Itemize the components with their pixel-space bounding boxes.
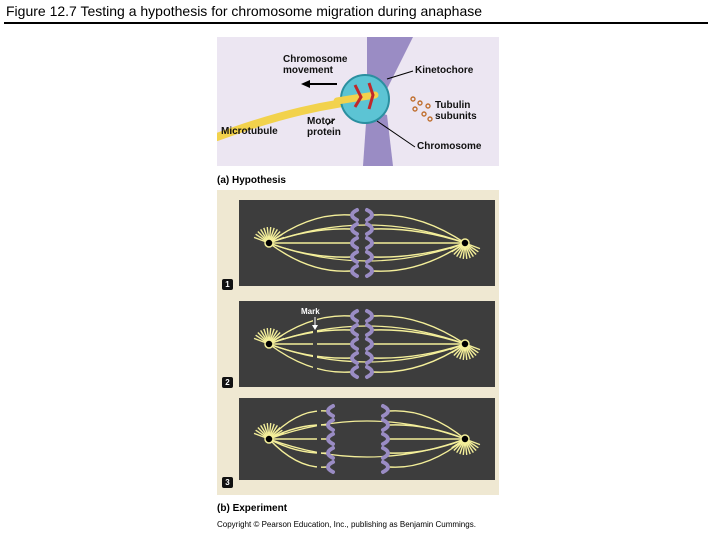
- spindle-fiber: [268, 410, 328, 440]
- chromosome: [381, 432, 390, 446]
- spindle-fiber: [372, 242, 466, 258]
- chromosome: [365, 208, 374, 222]
- copyright-notice: Copyright © Pearson Education, Inc., pub…: [217, 520, 476, 529]
- chromosome: [381, 460, 390, 474]
- experiment-frame-1: [239, 200, 495, 286]
- chromosome: [381, 404, 390, 418]
- hypothesis-illustration: Chromosome movement Kinetochore Tubulin …: [217, 37, 499, 166]
- spindle-pole: [460, 339, 470, 349]
- motor-protein-1: [353, 84, 363, 108]
- chromosome: [365, 351, 374, 365]
- spindle-pole: [264, 434, 274, 444]
- spindle-fiber: [388, 410, 466, 440]
- motor-protein-label-2: protein: [307, 127, 341, 138]
- chromosome: [365, 365, 374, 379]
- spindle-3: [253, 404, 481, 474]
- hypothesis-caption-text: Hypothesis: [232, 175, 286, 186]
- chromosome: [365, 337, 374, 351]
- title-divider: [4, 22, 708, 24]
- chromosome: [350, 309, 359, 323]
- chromosome: [365, 323, 374, 337]
- chromosome: [350, 337, 359, 351]
- motor-protein-2: [367, 82, 375, 110]
- motor-protein-label-1: Motor: [307, 116, 335, 127]
- spindle-pole: [460, 434, 470, 444]
- chromosome: [350, 222, 359, 236]
- chromosome: [381, 418, 390, 432]
- experiment-caption-text: Experiment: [232, 503, 288, 514]
- spindle-fiber: [372, 343, 466, 359]
- spindle-fiber: [268, 214, 352, 244]
- chromosome-movement-label-1: Chromosome: [283, 54, 348, 65]
- chromosome: [365, 250, 374, 264]
- chromosome-label: Chromosome: [417, 141, 482, 152]
- chromosome: [326, 418, 335, 432]
- step-badge-2: 2: [222, 377, 233, 388]
- chromosome: [350, 264, 359, 278]
- movement-arrowhead: [301, 80, 310, 88]
- chromosome: [350, 351, 359, 365]
- polar-fiber: [268, 420, 466, 440]
- step-badge-3: 3: [222, 477, 233, 488]
- experiment-frame-3: [239, 398, 495, 480]
- chromosome: [365, 309, 374, 323]
- chromosome: [326, 404, 335, 418]
- spindle-fiber: [372, 329, 466, 345]
- chromosome: [326, 432, 335, 446]
- chromosome: [350, 365, 359, 379]
- experiment-illustration: 1 Mark 2 3: [217, 190, 499, 495]
- chromosome-movement-label-2: movement: [283, 65, 334, 76]
- kinetochore-label: Kinetochore: [415, 65, 474, 76]
- hypothesis-drawing: [217, 37, 433, 166]
- spindle-1: [253, 208, 481, 278]
- spindle-pole: [264, 339, 274, 349]
- polar-fiber: [268, 438, 466, 458]
- spindle-fiber: [372, 214, 466, 244]
- tubulin-label-2: subunits: [435, 111, 477, 122]
- spindle-fiber: [372, 242, 466, 272]
- hypothesis-caption: (a) Hypothesis: [217, 175, 286, 186]
- chromosome: [350, 250, 359, 264]
- spindle-fiber: [268, 438, 328, 468]
- spindle-fiber: [268, 315, 352, 345]
- mark-pointer-head: [312, 325, 318, 330]
- step-badge-1: 1: [222, 279, 233, 290]
- chromosome: [326, 460, 335, 474]
- spindle-pole: [264, 238, 274, 248]
- chromosome: [326, 446, 335, 460]
- hypothesis-caption-letter: (a): [217, 175, 230, 186]
- spindle-fiber: [372, 343, 466, 373]
- chromosome: [365, 222, 374, 236]
- microtubule-end: [333, 91, 379, 105]
- chromosome: [350, 236, 359, 250]
- spindle-fiber: [268, 343, 352, 373]
- spindle-fiber: [388, 424, 466, 440]
- spindle-fiber: [388, 438, 466, 468]
- chromosome: [381, 446, 390, 460]
- experiment-caption-letter: (b): [217, 503, 230, 514]
- figure-title: Figure 12.7 Testing a hypothesis for chr…: [6, 3, 483, 19]
- chromosome: [350, 208, 359, 222]
- chromosome: [365, 236, 374, 250]
- microtubule-label: Microtubule: [221, 126, 278, 137]
- tubulin-label-1: Tubulin: [435, 100, 471, 111]
- experiment-caption: (b) Experiment: [217, 503, 287, 514]
- spindle-fiber: [268, 242, 352, 272]
- chromosome: [365, 264, 374, 278]
- experiment-frame-2: Mark: [239, 301, 495, 387]
- spindle-fiber: [372, 315, 466, 345]
- chromosome: [350, 323, 359, 337]
- spindle-fiber: [372, 228, 466, 244]
- spindle-pole: [460, 238, 470, 248]
- spindle-2: [253, 309, 481, 379]
- mark-label: Mark: [301, 307, 320, 316]
